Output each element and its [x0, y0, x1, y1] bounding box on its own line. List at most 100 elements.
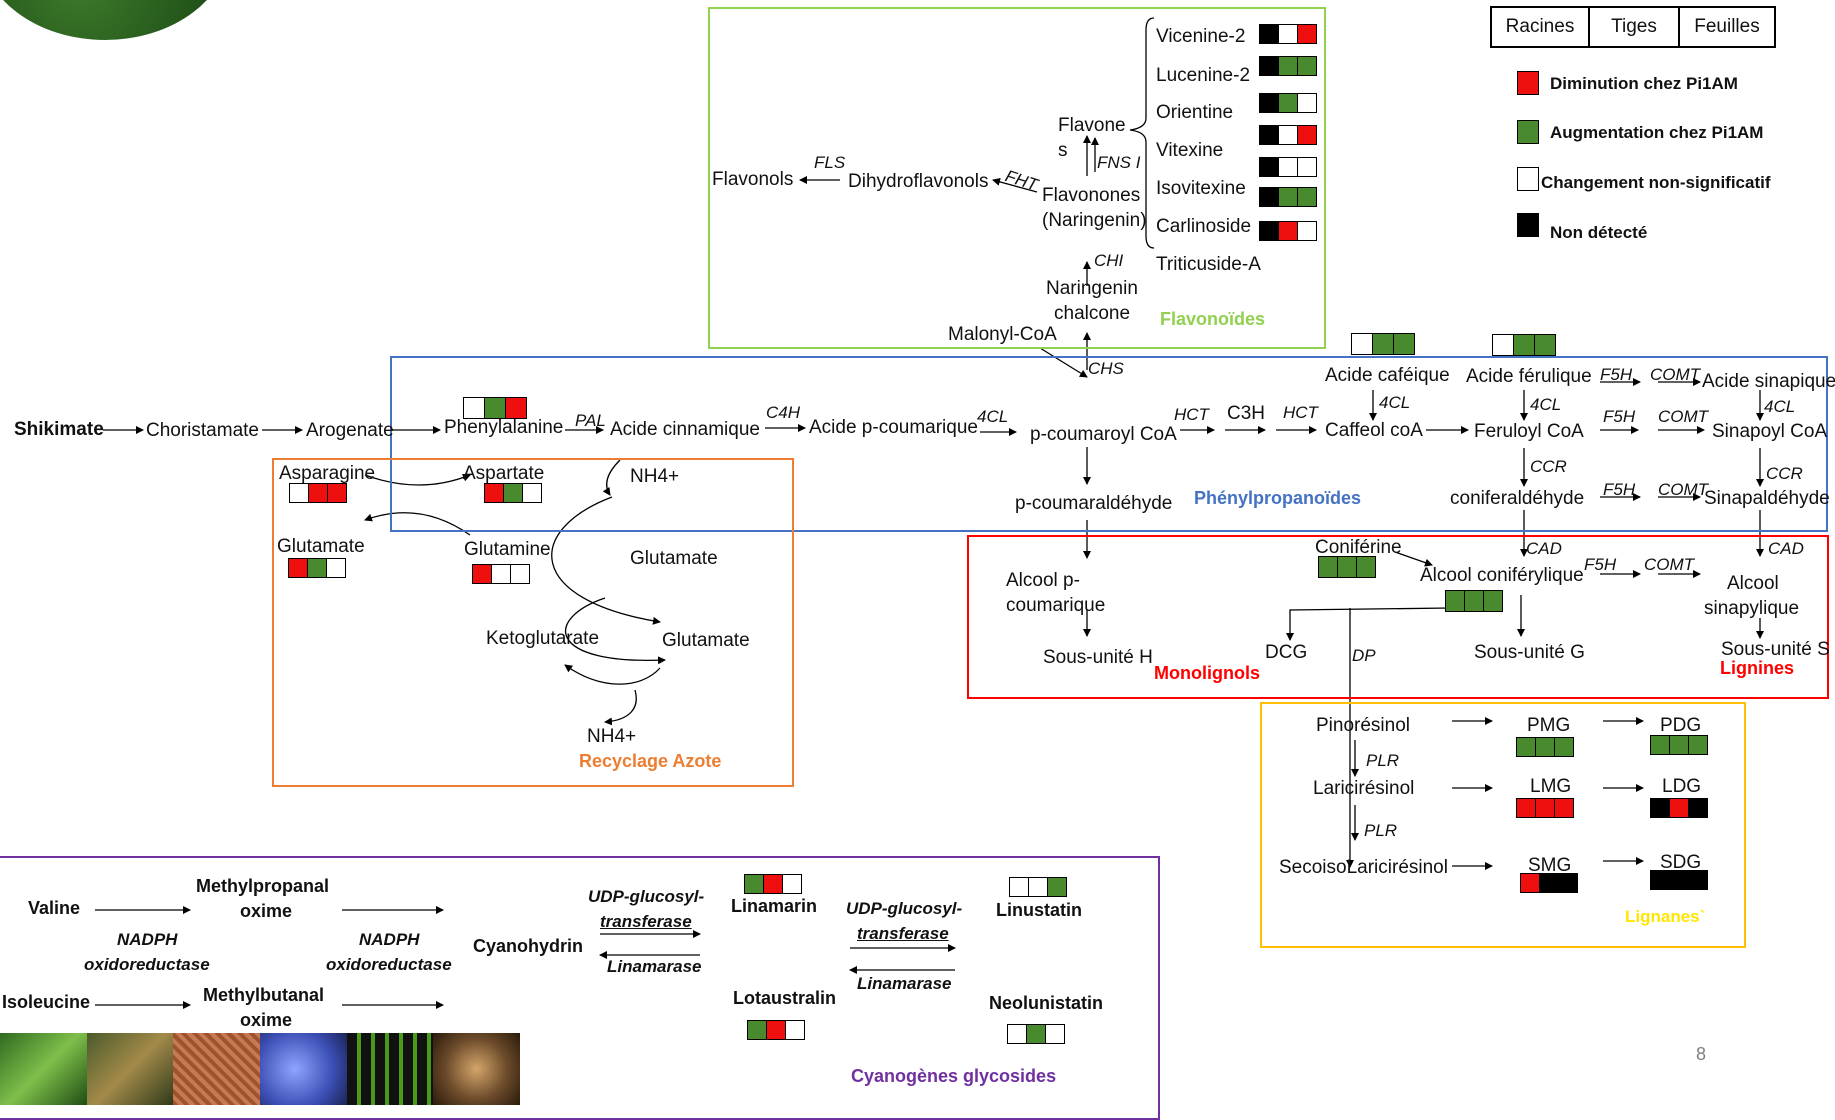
legend-green-swatch [1517, 120, 1539, 144]
sq-carlinoside [1259, 221, 1317, 241]
sq-pdg [1650, 735, 1708, 755]
status-square-racines [288, 558, 308, 578]
enzyme-chi: CHI [1094, 251, 1124, 270]
pdg: PDG [1660, 715, 1702, 736]
secoisolariciresinol: SecoisoLaricirésinol [1279, 857, 1448, 878]
alcool-coniferylique: Alcool coniférylique [1420, 565, 1584, 586]
sq-pmg [1516, 737, 1574, 757]
status-square-racines [1650, 870, 1670, 890]
status-square-feuilles [1297, 221, 1317, 241]
arogenate: Arogenate [306, 420, 394, 441]
isoleucine: Isoleucine [2, 992, 91, 1012]
enzyme-comt-1: COMT [1650, 365, 1701, 384]
status-square-feuilles [1554, 737, 1574, 757]
status-square-tiges [484, 397, 506, 419]
acide-pcoumarique: Acide p-coumarique [809, 417, 978, 438]
status-square-racines [1445, 590, 1465, 612]
azote-title: Recyclage Azote [579, 751, 722, 771]
enzyme-4cl-4: 4CL [1764, 397, 1796, 416]
status-square-racines [1259, 56, 1279, 76]
ldg: LDG [1662, 776, 1702, 797]
aspartate: Aspartate [463, 463, 545, 484]
sq-alcool-coniferylique [1445, 590, 1503, 612]
methylpropanal-oxime-line2: oxime [240, 901, 293, 921]
status-square-tiges [307, 558, 327, 578]
phenylpropanoides-title: Phénylpropanoïdes [1194, 488, 1362, 508]
status-square-racines [1492, 334, 1514, 356]
enzyme-f5h-3: F5H [1603, 480, 1636, 499]
naringenin-chalcone-line1: Naringenin [1046, 278, 1138, 299]
enzyme-f5h-2: F5H [1603, 407, 1636, 426]
glutamate-1: Glutamate [277, 536, 365, 557]
coniferine: Coniférine [1315, 537, 1402, 558]
enzyme-4cl-1: 4CL [977, 407, 1009, 426]
status-square-racines [747, 1020, 767, 1040]
monolignols-title: Monolignols [1154, 663, 1260, 683]
status-square-feuilles [1297, 56, 1317, 76]
legend-black-label: Non détecté [1550, 223, 1648, 242]
status-square-tiges [1278, 125, 1298, 145]
status-square-racines [1259, 187, 1279, 207]
status-square-feuilles [1558, 873, 1578, 893]
lariciresinol: Laricirésinol [1313, 778, 1415, 799]
status-square-tiges [1535, 798, 1555, 818]
legend-red-swatch [1517, 71, 1539, 95]
photo-gel [346, 1033, 434, 1105]
status-square-tiges [1669, 798, 1689, 818]
ketoglutarate: Ketoglutarate [486, 628, 600, 649]
sq-asparagine [289, 483, 347, 503]
pcoumaroyl-coa: p-coumaroyl CoA [1030, 424, 1177, 445]
linamarase-1: Linamarase [607, 957, 702, 976]
lignanes-box [1260, 702, 1746, 948]
enzyme-chs: CHS [1088, 359, 1124, 378]
status-square-feuilles [1393, 333, 1415, 355]
enzyme-hct-2: HCT [1283, 403, 1318, 422]
status-square-racines [1520, 873, 1540, 893]
alcool-pcoumarique-line1: Alcool p- [1006, 570, 1080, 591]
status-square-tiges [1337, 556, 1357, 578]
status-square-tiges [1278, 56, 1298, 76]
status-square-feuilles [1297, 24, 1317, 44]
asparagine: Asparagine [279, 463, 376, 484]
sq-smg [1520, 873, 1578, 893]
enzyme-cad-2: CAD [1768, 539, 1804, 558]
nadph-1-line2: oxidoreductase [84, 955, 210, 974]
status-square-tiges [1278, 24, 1298, 44]
status-square-tiges [1669, 735, 1689, 755]
status-square-tiges [308, 483, 328, 503]
status-square-racines [1259, 24, 1279, 44]
acide-cafeique: Acide caféique [1325, 365, 1450, 386]
status-square-racines [484, 483, 504, 503]
pinoresinol: Pinorésinol [1316, 715, 1410, 736]
status-square-feuilles [782, 874, 802, 894]
status-square-tiges [1278, 93, 1298, 113]
status-square-tiges [1535, 737, 1555, 757]
vicenine-2: Vicenine-2 [1156, 26, 1246, 47]
photo-microscopy [173, 1033, 261, 1105]
status-square-feuilles [1297, 187, 1317, 207]
status-square-feuilles [785, 1020, 805, 1040]
status-square-tiges [503, 483, 523, 503]
linamarin: Linamarin [731, 896, 818, 916]
photo-seed-capsule [433, 1033, 521, 1105]
lucenine-2: Lucenine-2 [1156, 65, 1251, 86]
flavones-line1: Flavone [1058, 115, 1126, 136]
status-square-tiges [766, 1020, 786, 1040]
tissue-legend: Racines Tiges Feuilles [1490, 6, 1776, 48]
methylbutanal-oxime-line2: oxime [240, 1010, 293, 1030]
alcool-sinapylique-line2: sinapylique [1704, 598, 1800, 619]
sq-sdg [1650, 870, 1708, 890]
status-square-racines [1351, 333, 1373, 355]
enzyme-f5h-1: F5H [1600, 365, 1633, 384]
udp-1-line2: transferase [600, 912, 692, 931]
status-square-racines [289, 483, 309, 503]
status-square-racines [1259, 221, 1279, 241]
isovitexine: Isovitexine [1156, 178, 1246, 199]
linamarase-2: Linamarase [857, 974, 952, 993]
sq-coniferine [1318, 556, 1376, 578]
status-square-tiges [1513, 334, 1535, 356]
status-square-racines [1516, 737, 1536, 757]
status-square-racines [1650, 735, 1670, 755]
enzyme-f5h-4: F5H [1584, 555, 1617, 574]
glutamate-2: Glutamate [630, 548, 718, 569]
